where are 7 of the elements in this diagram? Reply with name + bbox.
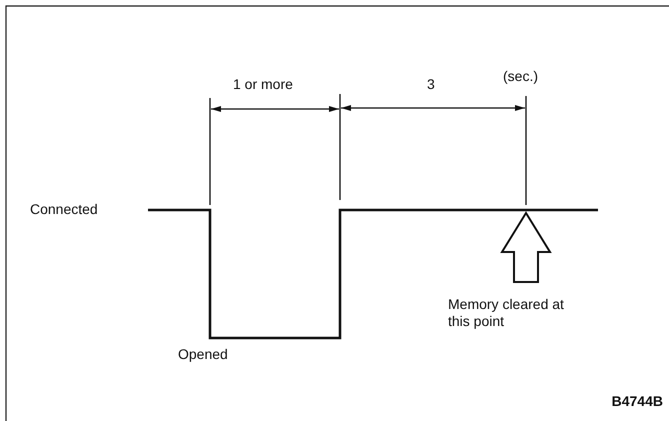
dimension-label: 3 [427,76,435,93]
state-label: Connected [30,201,98,218]
figure-code: B4744B [612,393,663,410]
unit-label: (sec.) [503,68,538,85]
dimension-label: 1 or more [233,76,293,93]
state-label: Opened [178,346,228,363]
note-text: Memory cleared at this point [448,296,565,330]
